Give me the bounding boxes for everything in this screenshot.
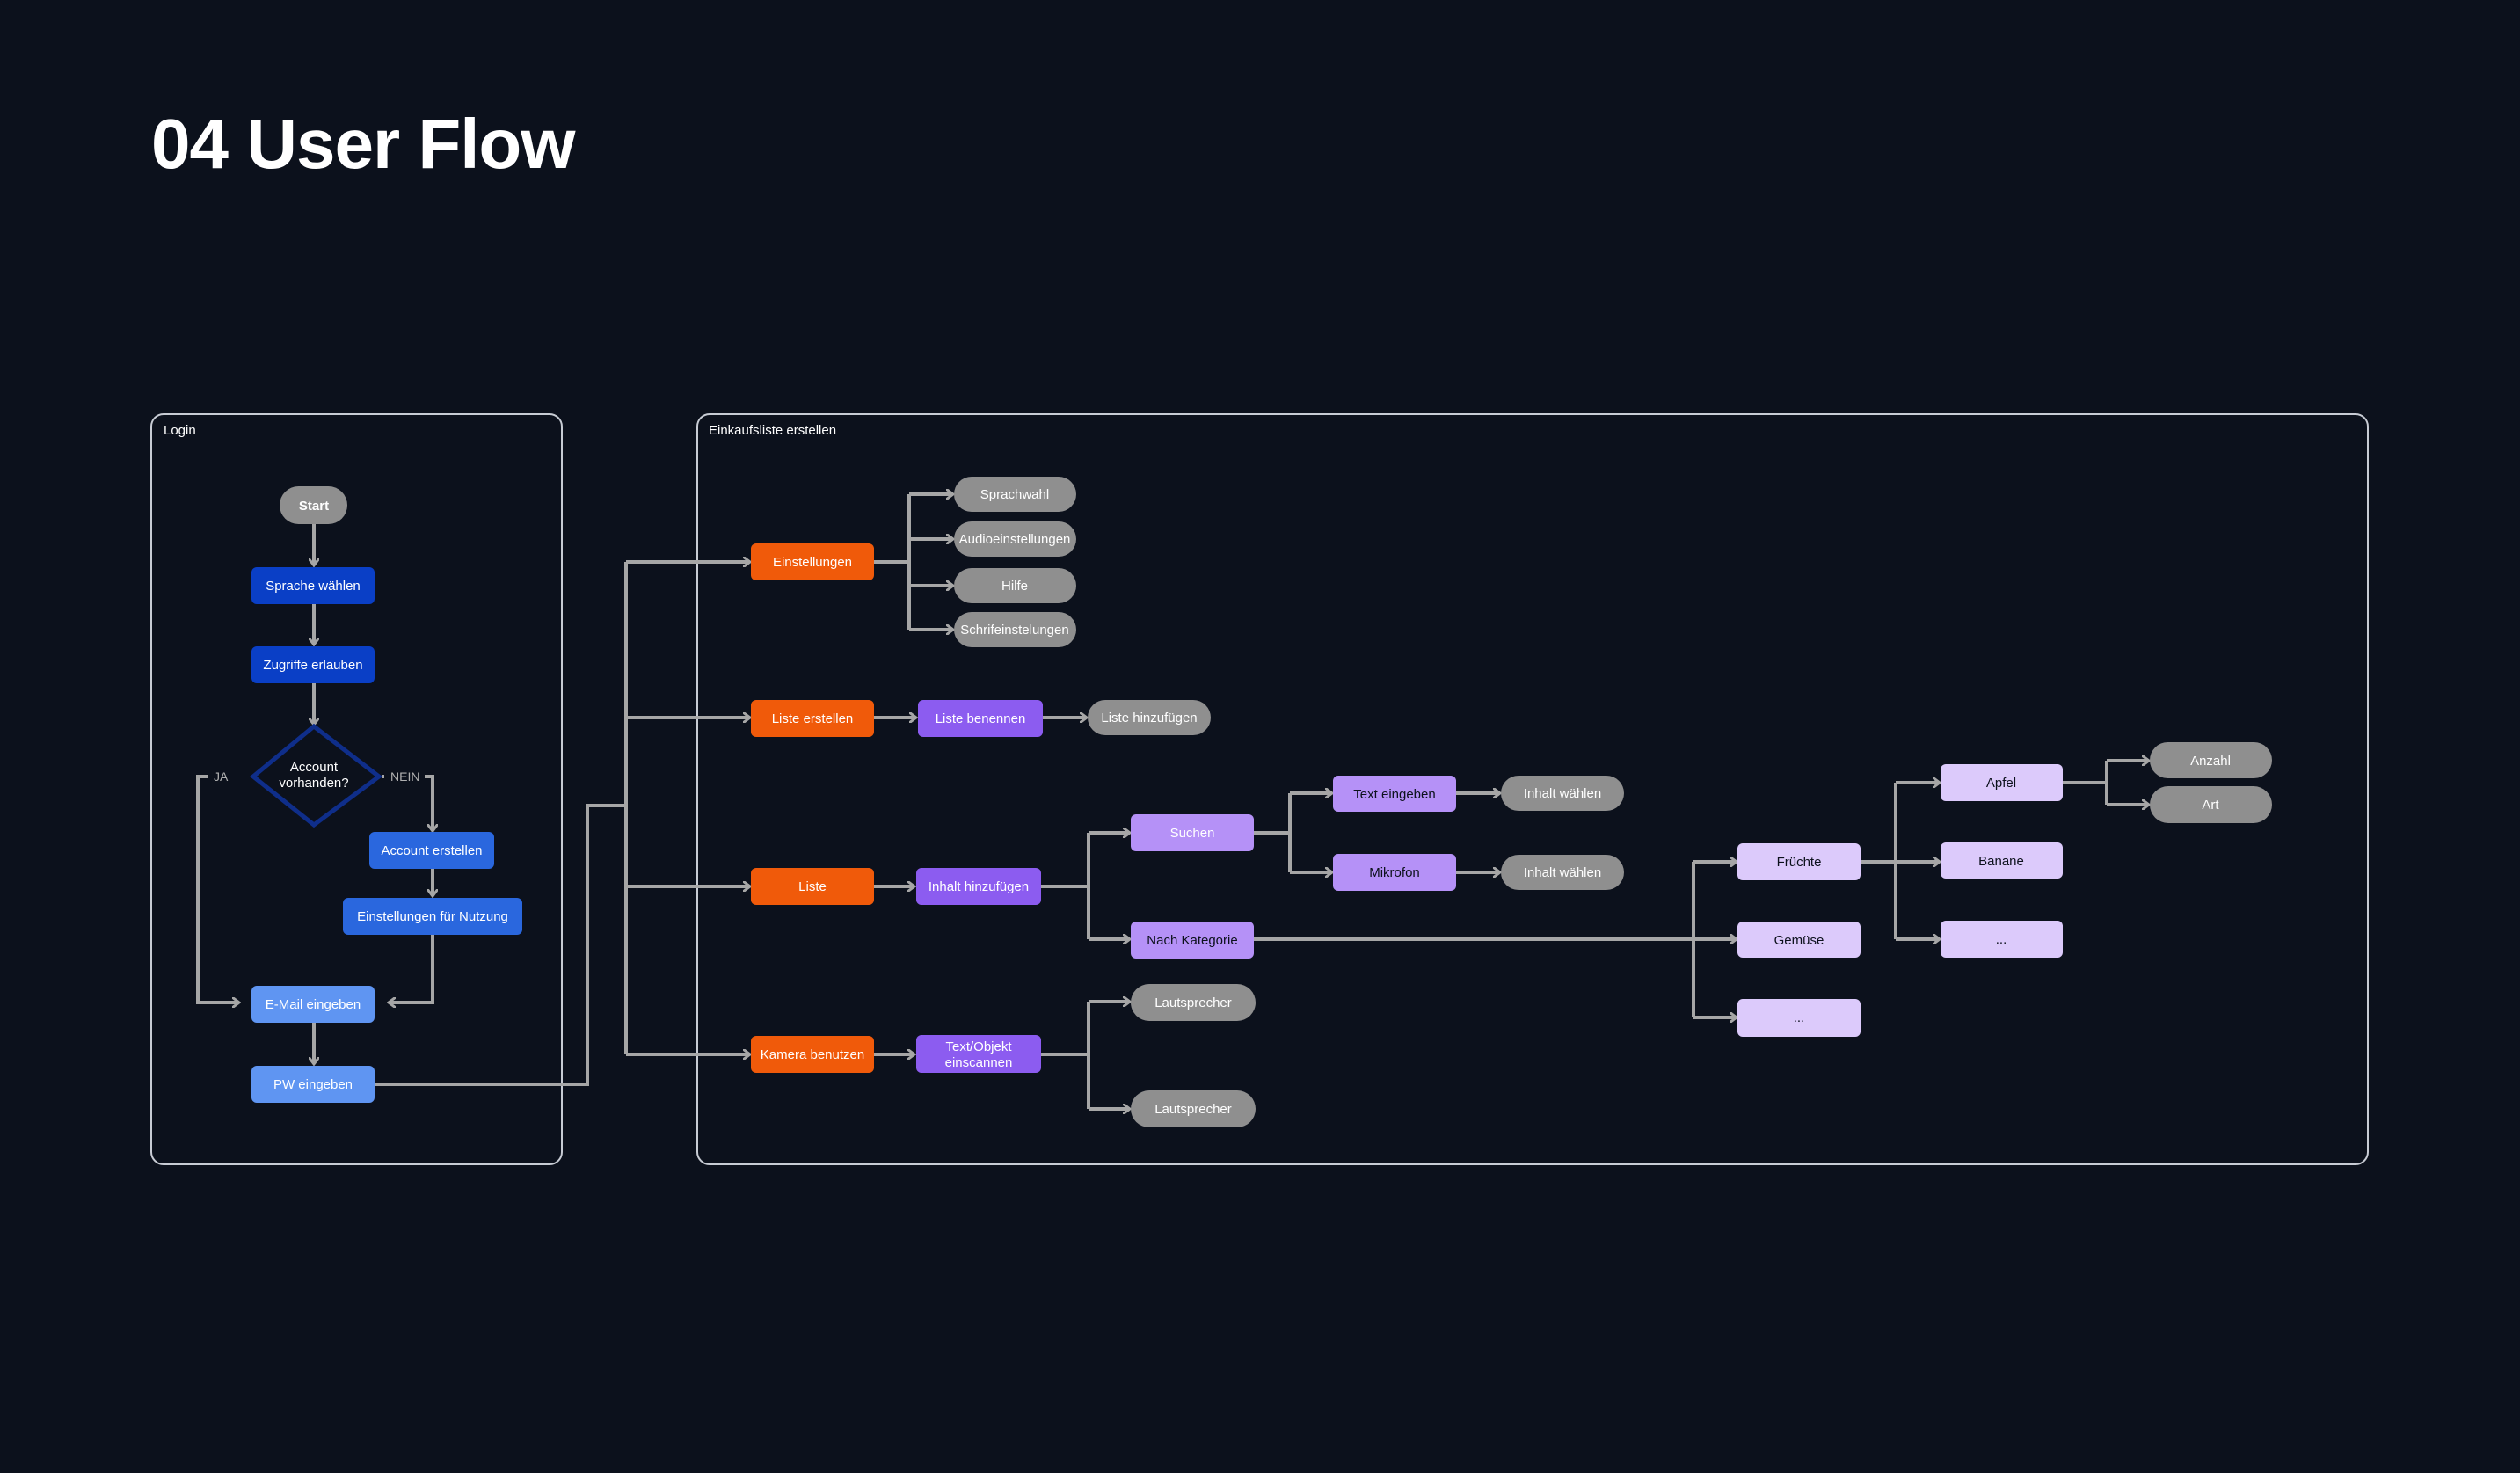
node-suchen: Suchen [1131, 814, 1254, 851]
connector [196, 775, 239, 1003]
page-title: 04 User Flow [151, 105, 576, 183]
node-schrifeinstelungen: Schrifeinstelungen [954, 612, 1076, 647]
node-audioeinstellungen-label: Audioeinstellungen [959, 532, 1071, 547]
node-inhalt-waehlen-1: Inhalt wählen [1501, 776, 1624, 811]
node-banane: Banane [1941, 842, 2063, 879]
node-anzahl-label: Anzahl [2190, 754, 2231, 769]
node-text-objekt-line2: einscannen [945, 1055, 1013, 1070]
node-einstellungen-nutzung: Einstellungen für Nutzung [343, 898, 522, 935]
node-gemuese: Gemüse [1737, 922, 1861, 958]
node-fruechte-label: Früchte [1777, 855, 1822, 870]
node-liste-benennen-label: Liste benennen [936, 711, 1026, 726]
node-suchen-label: Suchen [1170, 826, 1215, 841]
node-banane-label: Banane [1978, 854, 2024, 869]
node-email-eingeben-label: E-Mail eingeben [266, 997, 361, 1012]
node-hilfe: Hilfe [954, 568, 1076, 603]
node-kamera-benutzen-label: Kamera benutzen [761, 1047, 864, 1062]
node-liste-benennen: Liste benennen [918, 700, 1043, 737]
ja-label: JA [214, 769, 229, 784]
node-start-label: Start [299, 499, 329, 514]
node-fruechte: Früchte [1737, 843, 1861, 880]
node-apfel: Apfel [1941, 764, 2063, 801]
node-art: Art [2150, 786, 2272, 823]
node-kamera-benutzen: Kamera benutzen [751, 1036, 874, 1073]
node-sprache-waehlen: Sprache wählen [251, 567, 375, 604]
node-liste-hinzufuegen: Liste hinzufügen [1088, 700, 1211, 735]
node-inhalt-waehlen-2-label: Inhalt wählen [1524, 865, 1601, 880]
node-apfel-label: Apfel [1986, 776, 2016, 791]
node-inhalt-waehlen-2: Inhalt wählen [1501, 855, 1624, 890]
node-inhalt-waehlen-1-label: Inhalt wählen [1524, 786, 1601, 801]
node-schrifeinstelungen-label: Schrifeinstelungen [960, 623, 1068, 638]
node-liste-erstellen: Liste erstellen [751, 700, 874, 737]
node-liste-erstellen-label: Liste erstellen [772, 711, 854, 726]
node-liste-label: Liste [798, 879, 827, 894]
node-anzahl: Anzahl [2150, 742, 2272, 778]
node-einstellungen: Einstellungen [751, 543, 874, 580]
node-liste-hinzufuegen-label: Liste hinzufügen [1101, 711, 1197, 726]
nein-label: NEIN [390, 769, 419, 784]
node-inhalt-hinzufuegen-label: Inhalt hinzufügen [929, 879, 1029, 894]
node-text-objekt-line1: Text/Objekt [945, 1039, 1012, 1054]
node-mikrofon: Mikrofon [1333, 854, 1456, 891]
node-account-vorhanden-decision: Account vorhanden? [250, 723, 383, 828]
connector [389, 935, 434, 1003]
node-text-eingeben-label: Text eingeben [1353, 787, 1435, 802]
decision-label-line2: vorhanden? [279, 776, 348, 791]
node-mikrofon-label: Mikrofon [1369, 865, 1420, 880]
node-gemuese-label: Gemüse [1774, 933, 1824, 948]
node-liste: Liste [751, 868, 874, 905]
node-pw-eingeben: PW eingeben [251, 1066, 375, 1103]
connector [375, 804, 626, 1086]
node-zugriffe-erlauben: Zugriffe erlauben [251, 646, 375, 683]
node-sprachwahl: Sprachwahl [954, 477, 1076, 512]
node-sprache-waehlen-label: Sprache wählen [266, 579, 361, 594]
node-pw-eingeben-label: PW eingeben [273, 1077, 353, 1092]
node-zugriffe-erlauben-label: Zugriffe erlauben [263, 658, 362, 673]
node-lautsprecher-1: Lautsprecher [1131, 984, 1256, 1021]
node-text-objekt-einscannen: Text/Objekt einscannen [916, 1035, 1041, 1073]
node-sprachwahl-label: Sprachwahl [980, 487, 1049, 502]
node-inhalt-hinzufuegen: Inhalt hinzufügen [916, 868, 1041, 905]
node-lautsprecher-2: Lautsprecher [1131, 1090, 1256, 1127]
node-start: Start [280, 486, 347, 524]
node-hilfe-label: Hilfe [1001, 579, 1028, 594]
node-art-label: Art [2202, 798, 2219, 813]
node-einstellungen-label: Einstellungen [773, 555, 852, 570]
connectors [196, 494, 2149, 1109]
login-frame [150, 413, 563, 1165]
node-nach-kategorie: Nach Kategorie [1131, 922, 1254, 959]
decision-label-line1: Account [290, 760, 339, 775]
node-einstellungen-nutzung-label: Einstellungen für Nutzung [357, 909, 508, 924]
node-kategorie-mehr: ... [1737, 999, 1861, 1037]
node-obst-mehr: ... [1941, 921, 2063, 958]
login-frame-label: Login [164, 423, 196, 438]
einkaufsliste-frame [696, 413, 2369, 1165]
einkaufsliste-frame-label: Einkaufsliste erstellen [709, 423, 836, 438]
node-account-erstellen-label: Account erstellen [381, 843, 482, 858]
node-text-eingeben: Text eingeben [1333, 776, 1456, 812]
node-kategorie-mehr-label: ... [1794, 1010, 1805, 1025]
node-lautsprecher-2-label: Lautsprecher [1154, 1102, 1232, 1117]
node-lautsprecher-1-label: Lautsprecher [1154, 995, 1232, 1010]
node-nach-kategorie-label: Nach Kategorie [1147, 933, 1237, 948]
node-email-eingeben: E-Mail eingeben [251, 986, 375, 1023]
node-account-erstellen: Account erstellen [369, 832, 494, 869]
node-audioeinstellungen: Audioeinstellungen [954, 521, 1076, 557]
node-obst-mehr-label: ... [1996, 932, 2007, 947]
